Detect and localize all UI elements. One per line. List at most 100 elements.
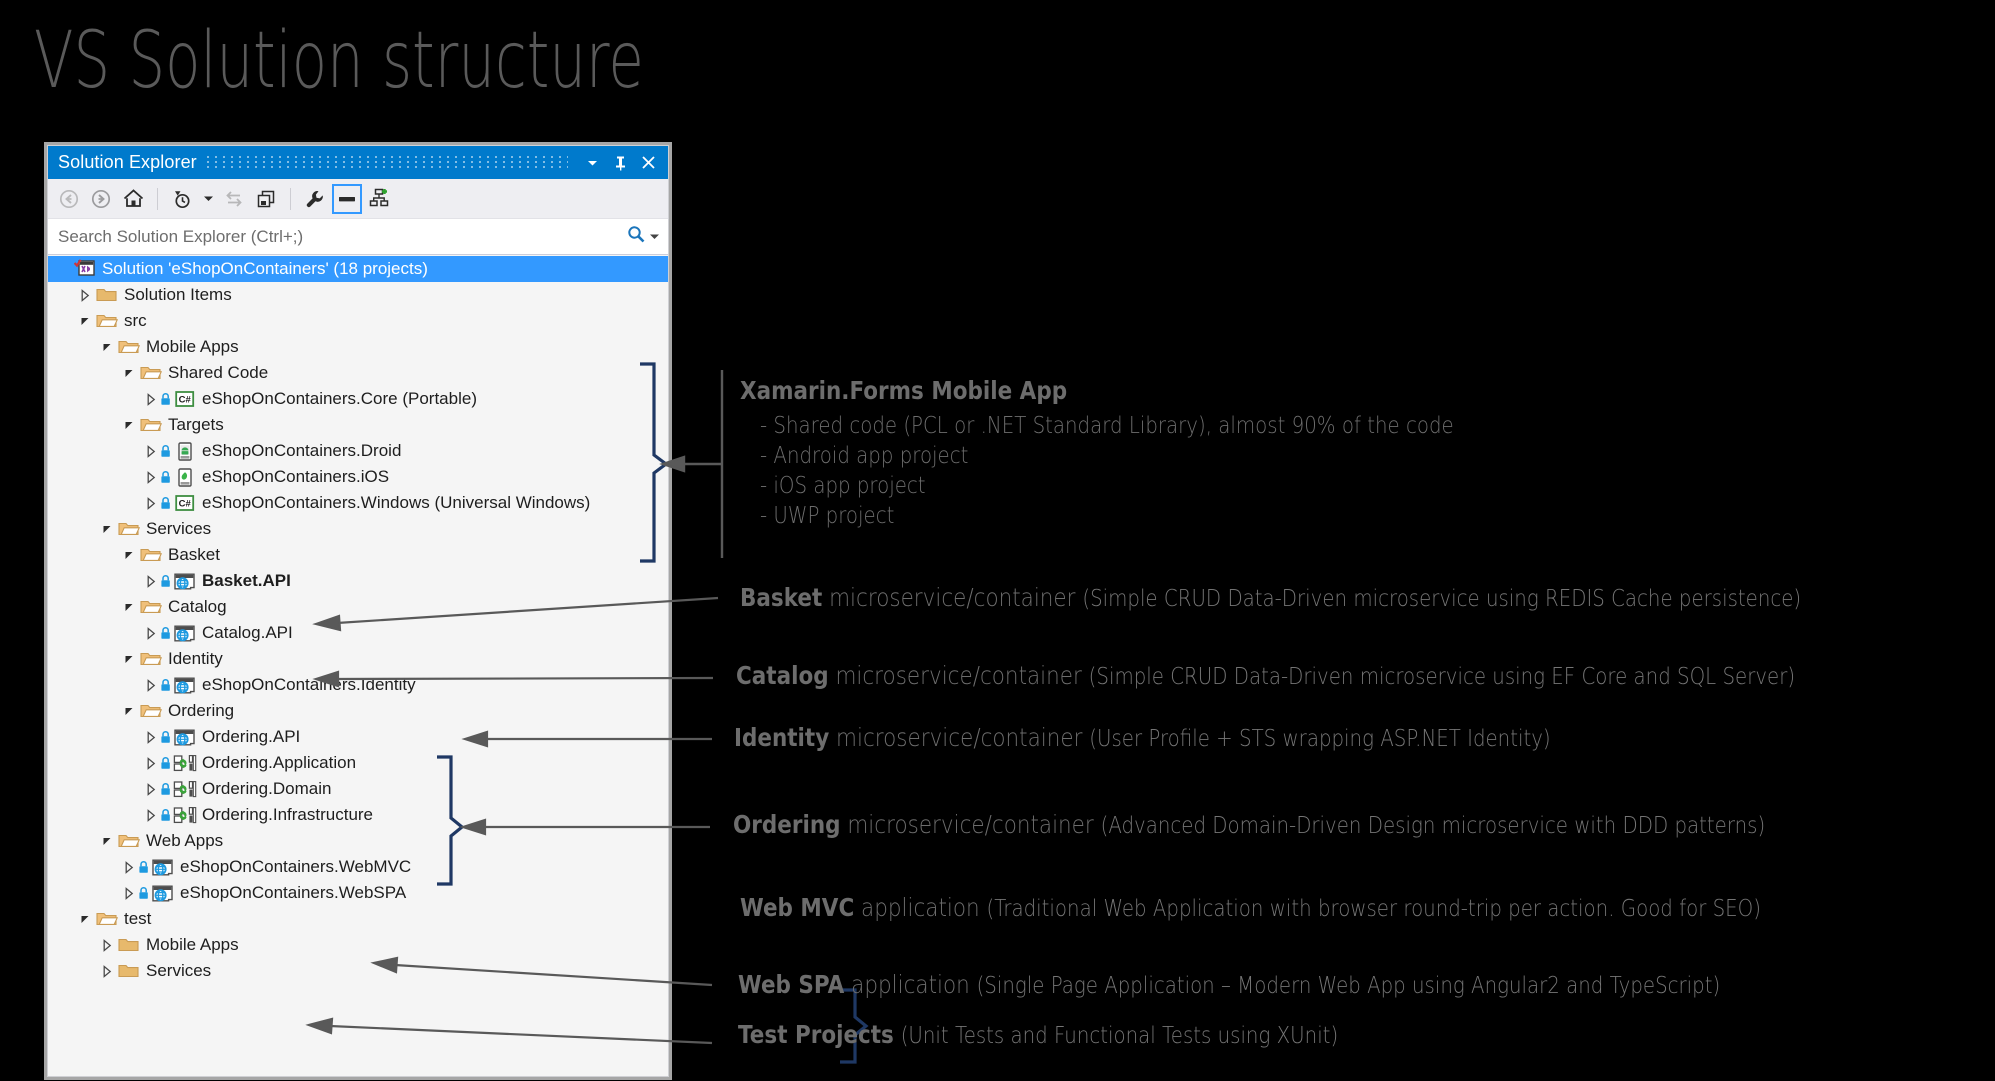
search-icon[interactable] xyxy=(626,224,646,249)
view-class-diagram-icon[interactable] xyxy=(364,184,394,214)
tree-item-label: Mobile Apps xyxy=(146,935,239,954)
chevron-down-icon[interactable] xyxy=(98,835,116,848)
folder-open-icon xyxy=(138,546,164,564)
pending-changes-clock-icon[interactable] xyxy=(167,184,197,214)
tree-item-src[interactable]: src xyxy=(48,308,668,334)
web-project-icon xyxy=(172,624,198,643)
tree-item-basket[interactable]: Basket xyxy=(48,542,668,568)
tree-item-ordering-api[interactable]: Ordering.API xyxy=(48,724,668,750)
chevron-right-icon[interactable] xyxy=(76,288,94,302)
tree-item-eshoponcontainers-webmvc[interactable]: eShopOnContainers.WebMVC xyxy=(48,854,668,880)
chevron-right-icon[interactable] xyxy=(142,626,160,640)
chevron-down-icon[interactable] xyxy=(98,523,116,536)
annotation-basket: Basket microservice/container (Simple CR… xyxy=(740,583,1802,612)
annotation-mobile-bullet-0: - Shared code (PCL or .NET Standard Libr… xyxy=(760,413,1454,439)
tree-item-mobile-apps[interactable]: Mobile Apps xyxy=(48,334,668,360)
chevron-down-icon[interactable] xyxy=(76,315,94,328)
chevron-right-icon[interactable] xyxy=(142,678,160,692)
chevron-right-icon[interactable] xyxy=(142,470,160,484)
tree-item-ordering[interactable]: Ordering xyxy=(48,698,668,724)
lock-icon xyxy=(160,756,171,770)
close-icon[interactable] xyxy=(634,150,662,176)
folder-open-icon xyxy=(94,312,120,330)
tree-item-targets[interactable]: Targets xyxy=(48,412,668,438)
web-project-icon xyxy=(172,572,198,591)
tree-item-label: test xyxy=(124,909,152,928)
tree-item-services[interactable]: Services xyxy=(48,516,668,542)
tree-item-catalog-api[interactable]: Catalog.API xyxy=(48,620,668,646)
chevron-right-icon[interactable] xyxy=(142,444,160,458)
tree-item-label: Basket xyxy=(168,545,220,564)
forward-arrow-icon[interactable] xyxy=(86,184,116,214)
chevron-down-icon[interactable] xyxy=(76,913,94,926)
search-dropdown-chevron-icon[interactable] xyxy=(649,228,660,246)
chevron-right-icon[interactable] xyxy=(142,496,160,510)
tree-item-identity[interactable]: Identity xyxy=(48,646,668,672)
chevron-down-icon[interactable] xyxy=(120,419,138,432)
search-bar[interactable] xyxy=(48,219,668,255)
tree-item-web-apps[interactable]: Web Apps xyxy=(48,828,668,854)
web-project-icon xyxy=(172,728,198,747)
chevron-down-icon[interactable] xyxy=(120,549,138,562)
tree-item-label: src xyxy=(124,311,147,330)
chevron-down-icon[interactable] xyxy=(120,653,138,666)
tree-item-eshoponcontainers-identity[interactable]: eShopOnContainers.Identity xyxy=(48,672,668,698)
tree-item-eshoponcontainers-core-portable[interactable]: C#eShopOnContainers.Core (Portable) xyxy=(48,386,668,412)
annotation-mobile-bullet-3: - UWP project xyxy=(760,503,895,529)
folder-closed-icon xyxy=(94,286,120,304)
tree-item-label: Shared Code xyxy=(168,363,269,382)
preview-selected-items-icon[interactable] xyxy=(332,183,362,214)
lock-icon xyxy=(160,730,171,744)
chevron-down-icon[interactable] xyxy=(120,367,138,380)
titlebar-drag-grip[interactable] xyxy=(206,155,568,170)
tree-item-solution-items[interactable]: Solution Items xyxy=(48,282,668,308)
tree-item-ordering-application[interactable]: Ordering.Application xyxy=(48,750,668,776)
ios-project-icon xyxy=(172,467,198,487)
folder-open-icon xyxy=(116,832,142,850)
tree-item-mobile-apps[interactable]: Mobile Apps xyxy=(48,932,668,958)
toolbar-separator xyxy=(290,187,291,210)
chevron-right-icon[interactable] xyxy=(142,730,160,744)
chevron-right-icon[interactable] xyxy=(98,964,116,978)
home-icon[interactable] xyxy=(118,184,148,214)
chevron-right-icon[interactable] xyxy=(142,392,160,406)
tree-item-eshoponcontainers-ios[interactable]: eShopOnContainers.iOS xyxy=(48,464,668,490)
tree-item-label: Catalog xyxy=(168,597,227,616)
chevron-down-icon[interactable] xyxy=(120,705,138,718)
back-arrow-icon[interactable] xyxy=(54,184,84,214)
properties-wrench-icon[interactable] xyxy=(300,184,330,214)
tree-item-shared-code[interactable]: Shared Code xyxy=(48,360,668,386)
chevron-down-icon[interactable] xyxy=(199,184,217,214)
sync-with-active-document-icon[interactable] xyxy=(219,184,249,214)
pin-icon[interactable] xyxy=(606,150,634,176)
annotation-catalog: Catalog microservice/container (Simple C… xyxy=(736,661,1796,690)
chevron-down-icon[interactable] xyxy=(578,150,606,176)
tree-item-eshoponcontainers-webspa[interactable]: eShopOnContainers.WebSPA xyxy=(48,880,668,906)
search-input[interactable] xyxy=(58,226,626,247)
tree-item-services[interactable]: Services xyxy=(48,958,668,984)
show-all-files-icon[interactable] xyxy=(251,184,281,214)
solution-tree[interactable]: Solution 'eShopOnContainers' (18 project… xyxy=(48,255,668,1076)
tree-item-ordering-domain[interactable]: Ordering.Domain xyxy=(48,776,668,802)
chevron-right-icon[interactable] xyxy=(142,782,160,796)
tree-item-label: eShopOnContainers.Droid xyxy=(202,441,402,460)
folder-closed-icon xyxy=(116,936,142,954)
chevron-right-icon[interactable] xyxy=(120,860,138,874)
tree-item-test[interactable]: test xyxy=(48,906,668,932)
tree-item-solution-eshoponcontainers-18-projects[interactable]: Solution 'eShopOnContainers' (18 project… xyxy=(48,256,668,282)
chevron-right-icon[interactable] xyxy=(142,574,160,588)
tree-item-eshoponcontainers-windows-universal-windows[interactable]: C#eShopOnContainers.Windows (Universal W… xyxy=(48,490,668,516)
chevron-down-icon[interactable] xyxy=(120,601,138,614)
chevron-right-icon[interactable] xyxy=(120,886,138,900)
chevron-right-icon[interactable] xyxy=(142,808,160,822)
tree-item-eshoponcontainers-droid[interactable]: eShopOnContainers.Droid xyxy=(48,438,668,464)
tree-item-ordering-infrastructure[interactable]: Ordering.Infrastructure xyxy=(48,802,668,828)
chevron-right-icon[interactable] xyxy=(142,756,160,770)
tree-item-basket-api[interactable]: Basket.API xyxy=(48,568,668,594)
tree-item-catalog[interactable]: Catalog xyxy=(48,594,668,620)
lock-icon xyxy=(160,782,171,796)
chevron-right-icon[interactable] xyxy=(98,938,116,952)
chevron-down-icon[interactable] xyxy=(98,341,116,354)
svg-text:C#: C# xyxy=(179,498,192,509)
